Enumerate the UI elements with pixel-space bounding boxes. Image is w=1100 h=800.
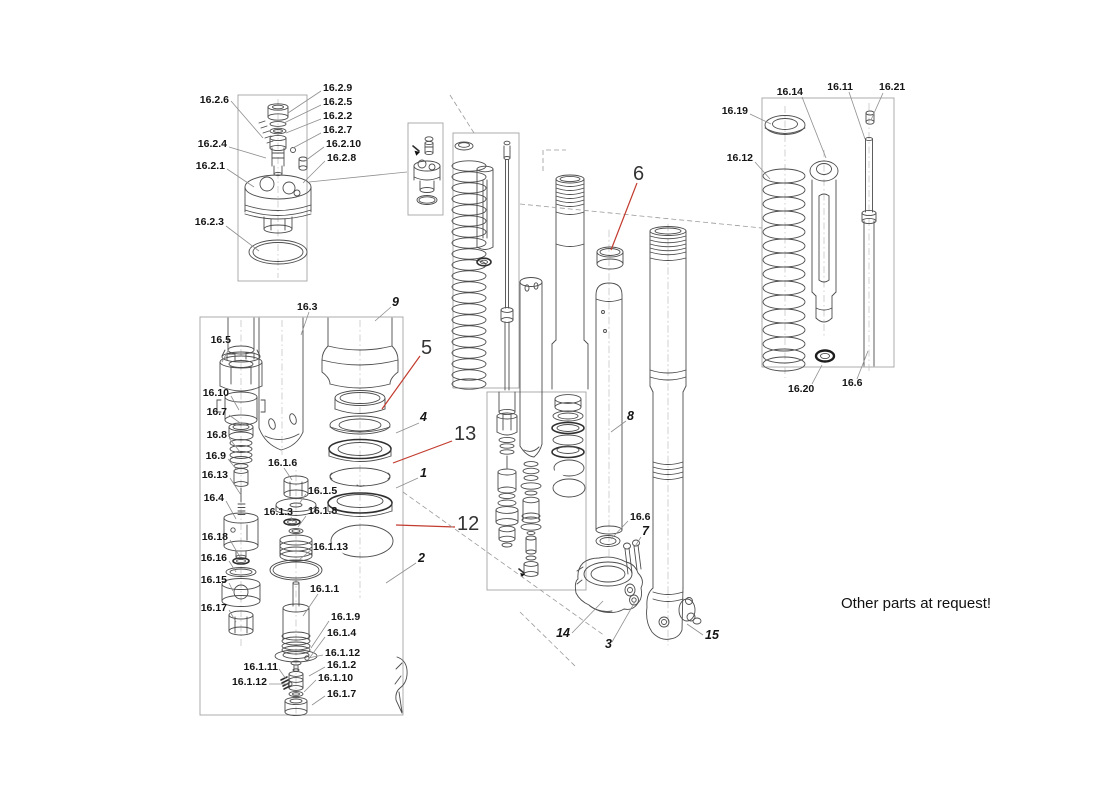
label-16-2-8: 16.2.8 bbox=[327, 152, 356, 164]
label-16-8: 16.8 bbox=[207, 429, 228, 441]
label-16-21: 16.21 bbox=[879, 81, 905, 93]
label-16-13: 16.13 bbox=[202, 469, 228, 481]
label-16-15: 16.15 bbox=[201, 574, 227, 586]
label-16-20: 16.20 bbox=[788, 383, 814, 395]
label-16-1-7: 16.1.7 bbox=[327, 688, 356, 700]
main-leader-lines bbox=[571, 182, 704, 643]
leg-labels: 16.5 16.10 16.7 16.8 16.9 16.13 16.4 16.… bbox=[201, 295, 480, 700]
label-16-2-3: 16.2.3 bbox=[195, 216, 224, 228]
label-16-2-5: 16.2.5 bbox=[323, 96, 352, 108]
cap-labels: 16.2.6 16.2.9 16.2.5 16.2.2 16.2.7 16.2.… bbox=[195, 82, 361, 228]
main-labels: 6 8 16.6 7 14 3 15 bbox=[556, 163, 720, 651]
label-16-1-4: 16.1.4 bbox=[327, 627, 356, 639]
mini-spring-drawing bbox=[451, 140, 514, 391]
label-16-1-13: 16.1.13 bbox=[313, 541, 348, 553]
label-16-2-1: 16.2.1 bbox=[196, 160, 225, 172]
cap-rod-hardware-drawing bbox=[216, 317, 266, 636]
cap-detail-view: 16.2.6 16.2.9 16.2.5 16.2.2 16.2.7 16.2.… bbox=[195, 82, 361, 282]
label-16-2-9: 16.2.9 bbox=[323, 82, 352, 94]
mini-cap-drawing bbox=[412, 136, 441, 205]
spring-detail-box bbox=[761, 97, 895, 368]
label-15: 15 bbox=[705, 628, 720, 642]
label-16-1-11: 16.1.11 bbox=[244, 661, 279, 673]
label-16-17: 16.17 bbox=[201, 602, 227, 614]
detail-connector-lines bbox=[308, 94, 763, 667]
label-3: 3 bbox=[605, 637, 612, 651]
mini-cap-box bbox=[407, 122, 444, 216]
label-16-5: 16.5 bbox=[211, 334, 232, 346]
label-16-11: 16.11 bbox=[827, 81, 853, 93]
label-16-1-12b: 16.1.12 bbox=[232, 676, 267, 688]
label-16-1-6: 16.1.6 bbox=[268, 457, 297, 469]
assembled-leg-drawing bbox=[646, 223, 702, 646]
slider-tube-drawing bbox=[574, 229, 643, 614]
spring-detail-view: 16.19 16.14 16.11 16.21 16.12 16.20 16.6 bbox=[722, 81, 906, 395]
label-16-4: 16.4 bbox=[204, 492, 225, 504]
mini-internals-box bbox=[486, 391, 587, 591]
cap-assembly-drawing bbox=[244, 103, 312, 265]
label-16-1-1: 16.1.1 bbox=[310, 583, 339, 595]
leg-detail-view: 16.5 16.10 16.7 16.8 16.9 16.13 16.4 16.… bbox=[199, 295, 480, 717]
outer-tube-seals-drawing bbox=[321, 317, 408, 714]
label-8: 8 bbox=[627, 409, 634, 423]
label-16-6-right: 16.6 bbox=[842, 377, 863, 389]
upper-tube-drawing bbox=[551, 174, 589, 390]
label-16-12: 16.12 bbox=[727, 152, 753, 164]
label-16-1-12a: 16.1.12 bbox=[325, 647, 360, 659]
label-1: 1 bbox=[420, 466, 427, 480]
label-16-19: 16.19 bbox=[722, 105, 748, 117]
label-14: 14 bbox=[556, 626, 570, 640]
label-16-2-10: 16.2.10 bbox=[326, 138, 361, 150]
label-16-7: 16.7 bbox=[207, 406, 228, 418]
cap-leader-lines bbox=[225, 90, 326, 252]
label-16-1-10: 16.1.10 bbox=[318, 672, 353, 684]
label-6: 6 bbox=[633, 163, 644, 185]
label-16-1-9: 16.1.9 bbox=[331, 611, 360, 623]
label-16-16: 16.16 bbox=[201, 552, 227, 564]
main-exploded-view: 6 8 16.6 7 14 3 15 bbox=[308, 94, 763, 667]
label-16-2-2: 16.2.2 bbox=[323, 110, 352, 122]
label-16-2-7: 16.2.7 bbox=[323, 124, 352, 136]
mini-internals-drawing bbox=[495, 391, 586, 578]
label-16-18: 16.18 bbox=[202, 531, 228, 543]
label-5: 5 bbox=[421, 337, 432, 359]
label-13: 13 bbox=[454, 423, 476, 445]
label-9: 9 bbox=[392, 295, 399, 309]
label-16-10: 16.10 bbox=[203, 387, 229, 399]
label-16-9: 16.9 bbox=[206, 450, 227, 462]
label-16-2-4: 16.2.4 bbox=[198, 138, 227, 150]
spring-damper-drawing bbox=[762, 110, 877, 372]
label-16-3: 16.3 bbox=[297, 301, 318, 313]
label-16-1-5: 16.1.5 bbox=[308, 485, 337, 497]
label-4: 4 bbox=[419, 410, 427, 424]
label-2: 2 bbox=[417, 551, 425, 565]
leg-leader-lines bbox=[221, 306, 456, 706]
spring-labels: 16.19 16.14 16.11 16.21 16.12 16.20 16.6 bbox=[722, 81, 906, 395]
other-parts-note: Other parts at request! bbox=[841, 595, 991, 612]
label-16-1-3: 16.1.3 bbox=[264, 506, 293, 518]
label-12: 12 bbox=[457, 513, 479, 535]
cap-detail-box bbox=[237, 94, 308, 282]
spring-leader-lines bbox=[749, 91, 884, 385]
mini-cartridge-tube-drawing bbox=[519, 277, 543, 458]
mini-spring-box bbox=[452, 132, 520, 389]
label-16-2-6: 16.2.6 bbox=[200, 94, 229, 106]
label-16-1-2: 16.1.2 bbox=[327, 659, 356, 671]
label-16-6-center: 16.6 bbox=[630, 511, 651, 523]
label-7: 7 bbox=[642, 524, 650, 538]
label-16-1-8: 16.1.8 bbox=[308, 505, 337, 517]
label-16-14: 16.14 bbox=[777, 86, 803, 98]
